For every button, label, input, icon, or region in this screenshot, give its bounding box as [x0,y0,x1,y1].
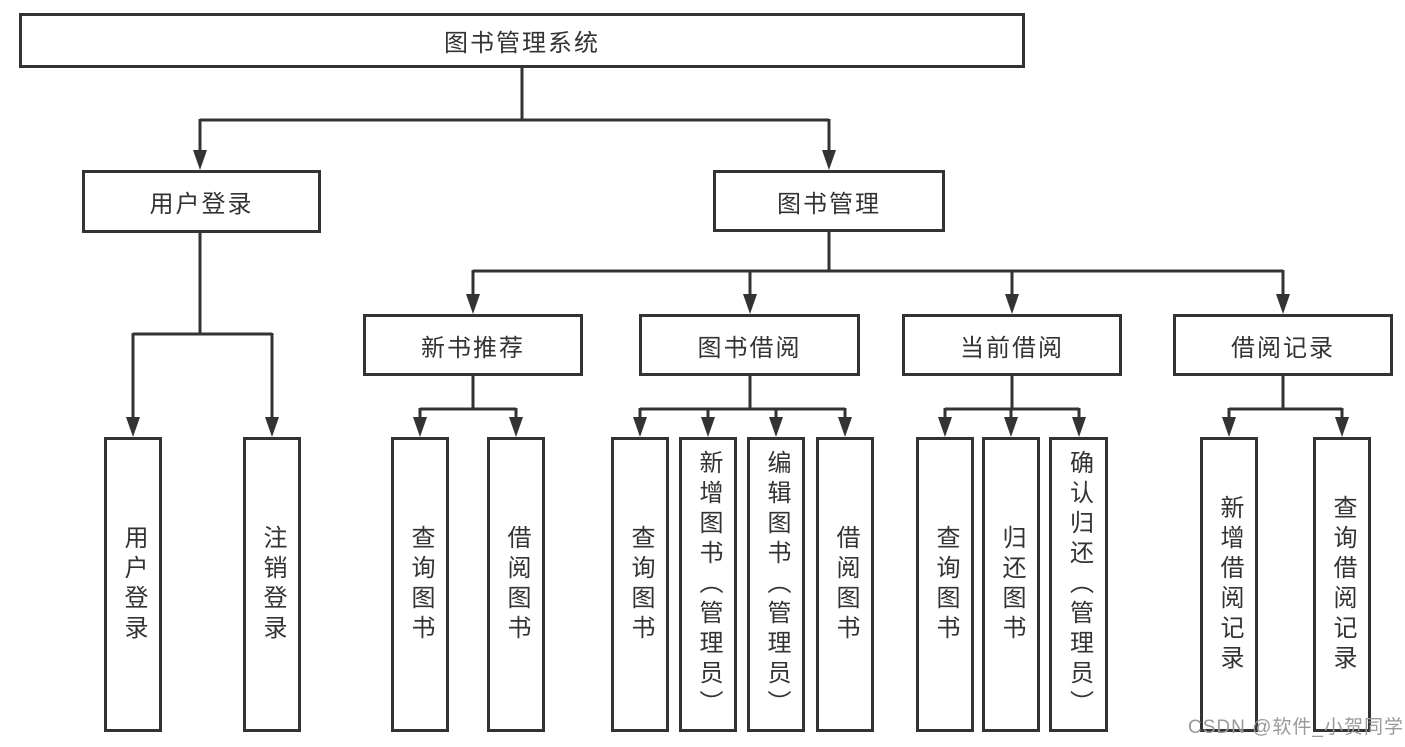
node-user-login: 用户登录 [82,170,321,233]
leaf-query-books-recommend: 查询图书 [391,437,449,732]
node-current-borrow: 当前借阅 [902,314,1122,376]
leaf-query-books-borrow: 查询图书 [611,437,669,732]
leaf-confirm-return-admin-label: 确认归还（管理员） [1065,449,1093,720]
arrowheads-book-borrow-split [633,417,852,437]
leaf-borrow-books-recommend-label: 借阅图书 [503,524,530,645]
node-new-book-recommend-label: 新书推荐 [421,334,525,362]
node-root-label: 图书管理系统 [444,30,600,57]
connector-new-book-split [418,376,518,423]
arrowheads-new-book-split [413,417,523,437]
connector-user-login-split [131,233,274,423]
leaf-query-books-current: 查询图书 [916,437,974,732]
leaf-query-books-current-label: 查询图书 [932,524,959,645]
leaf-add-borrow-record: 新增借阅记录 [1200,437,1258,732]
leaf-borrow-books-label: 借阅图书 [832,524,859,645]
leaf-add-book-admin: 新增图书（管理员） [679,437,737,732]
arrowheads-current-borrow-split [938,417,1086,437]
node-current-borrow-label: 当前借阅 [960,334,1064,362]
node-borrow-records-label: 借阅记录 [1231,334,1335,362]
arrowheads-borrow-record-split [1222,417,1349,437]
leaf-logout-label: 注销登录 [259,524,286,645]
leaf-user-login-label: 用户登录 [120,524,147,645]
leaf-edit-book-admin-label: 编辑图书（管理员） [763,449,790,720]
connector-root-split [198,68,831,156]
leaf-return-book-label: 归还图书 [998,524,1025,645]
arrowheads-user-login-split [126,417,279,437]
leaf-edit-book-admin: 编辑图书（管理员） [747,437,805,732]
node-user-login-label: 用户登录 [149,191,254,218]
connector-book-borrow-split [638,376,847,423]
node-new-book-recommend: 新书推荐 [363,314,583,376]
leaf-return-book: 归还图书 [982,437,1040,732]
node-book-borrow-label: 图书借阅 [697,334,802,362]
watermark: CSDN @软件_小贺同学 [1188,717,1404,738]
leaf-borrow-books-recommend: 借阅图书 [487,437,545,732]
node-root: 图书管理系统 [19,13,1025,68]
node-book-management: 图书管理 [713,170,945,232]
leaf-query-borrow-record-label: 查询借阅记录 [1329,494,1356,675]
connector-current-borrow-split [943,376,1081,423]
connector-book-mgmt-split [471,232,1285,300]
arrowheads-root-split [193,150,836,170]
node-book-management-label: 图书管理 [777,190,881,218]
connector-borrow-record-split [1227,376,1344,423]
node-borrow-records: 借阅记录 [1173,314,1393,376]
leaf-add-book-admin-label: 新增图书（管理员） [695,449,722,720]
leaf-borrow-books: 借阅图书 [816,437,874,732]
node-book-borrow: 图书借阅 [639,314,860,376]
leaf-query-books-recommend-label: 查询图书 [407,524,434,645]
leaf-user-login: 用户登录 [104,437,162,732]
leaf-query-books-borrow-label: 查询图书 [627,524,654,645]
leaf-logout: 注销登录 [243,437,301,732]
leaf-query-borrow-record: 查询借阅记录 [1313,437,1371,732]
leaf-confirm-return-admin: 确认归还（管理员） [1049,437,1108,732]
leaf-add-borrow-record-label: 新增借阅记录 [1216,494,1243,675]
arrowheads-book-mgmt-split [466,294,1290,314]
